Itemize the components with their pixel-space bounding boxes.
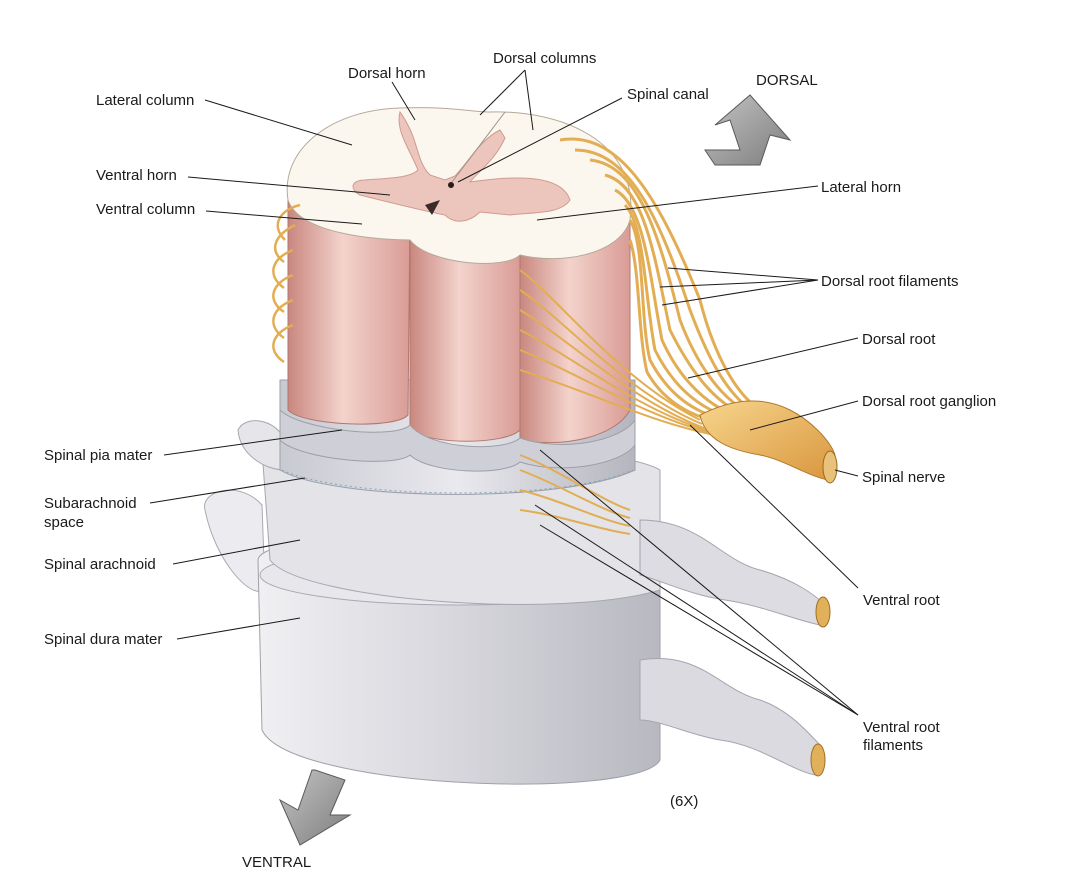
label-ventral-column: Ventral column xyxy=(96,201,195,218)
label-spinal-arachnoid: Spinal arachnoid xyxy=(44,556,156,573)
label-lateral-column: Lateral column xyxy=(96,92,194,109)
label-subarachnoid-space-2: space xyxy=(44,514,84,531)
cord-cross-section xyxy=(286,107,632,264)
label-ventral-root: Ventral root xyxy=(863,592,941,609)
spinal-canal-opening xyxy=(448,182,454,188)
label-spinal-dura-mater: Spinal dura mater xyxy=(44,631,162,648)
label-magnification: (6X) xyxy=(670,793,698,810)
label-ventral-orientation: VENTRAL xyxy=(242,854,311,871)
label-ventral-root-filaments-1: Ventral root xyxy=(863,719,941,736)
label-ventral-root-filaments-2: filaments xyxy=(863,737,923,754)
label-dorsal-root-ganglion: Dorsal root ganglion xyxy=(862,393,996,410)
label-spinal-pia-mater: Spinal pia mater xyxy=(44,447,152,464)
dorsal-root-filaments-on-cord xyxy=(519,269,711,435)
label-dorsal-columns: Dorsal columns xyxy=(493,50,596,67)
ventral-arrow-icon xyxy=(278,769,352,846)
label-subarachnoid-space-1: Subarachnoid xyxy=(44,495,137,512)
label-ventral-horn: Ventral horn xyxy=(96,167,177,184)
label-dorsal-root-filaments: Dorsal root filaments xyxy=(821,273,959,290)
left-filaments xyxy=(272,203,301,364)
label-dorsal-horn: Dorsal horn xyxy=(348,65,426,82)
spinal-cord-columns xyxy=(279,199,636,472)
dorsal-arrow-icon xyxy=(704,94,792,166)
label-dorsal-root: Dorsal root xyxy=(862,331,936,348)
label-lateral-horn: Lateral horn xyxy=(821,179,901,196)
label-spinal-canal: Spinal canal xyxy=(627,86,709,103)
dorsal-root-ganglion xyxy=(699,400,838,484)
label-dorsal-orientation: DORSAL xyxy=(756,72,818,89)
dorsal-root xyxy=(559,137,761,426)
leader-lines xyxy=(149,69,859,716)
label-spinal-nerve: Spinal nerve xyxy=(862,469,945,486)
ventral-root-filaments xyxy=(519,454,631,535)
